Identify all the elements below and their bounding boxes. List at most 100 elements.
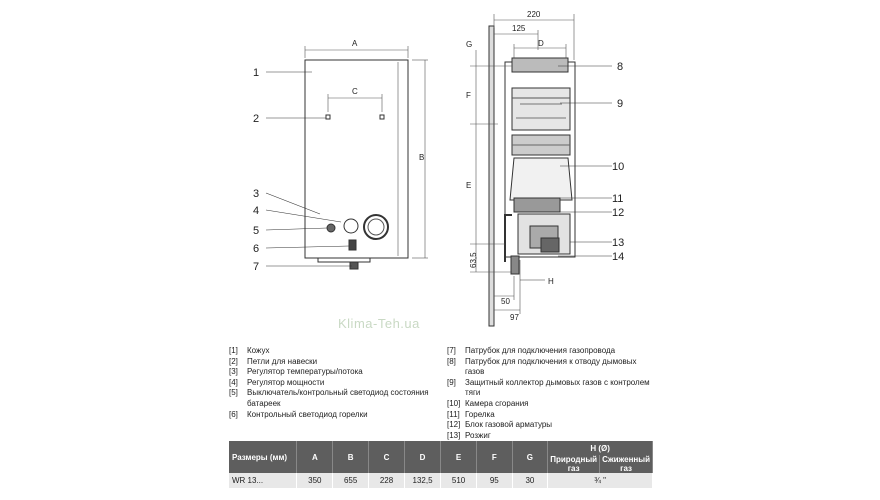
legend-text: Горелка [465, 409, 495, 419]
callout-1: 1 [253, 67, 259, 79]
side-view [470, 14, 576, 327]
legend-number: [4] [229, 377, 238, 387]
legend-text: Выключатель/контрольный светодиод состоя… [247, 388, 429, 398]
table-row: WR 13... 350 655 228 132,5 510 95 30 ¾ " [229, 473, 653, 488]
callout-2: 2 [253, 113, 259, 125]
table-cell: 228 [368, 473, 405, 488]
table-header-cell: H (Ø) [547, 441, 653, 455]
legend-text-continued: батареек [247, 398, 281, 408]
legend-number: [13] [447, 430, 461, 440]
table-header-cell: B [332, 441, 370, 473]
legend-item: [5] Выключатель/контрольный светодиод сос… [229, 388, 439, 399]
table-subheader-row: Природный газ Сжиженный газ [229, 455, 653, 473]
legend-number: [10] [447, 398, 461, 408]
legend-item: [6]Контрольный светодиод горелки [229, 410, 439, 421]
diagram-panel [229, 4, 653, 496]
callout-11: 11 [612, 193, 623, 205]
table-header-cell: C [368, 441, 405, 473]
legend-text: Патрубок для подключения к отводу дымовы… [465, 356, 637, 377]
legend-right: [7]Патрубок для подключения газопровода[… [447, 346, 653, 452]
legend-left: [1] Кожух [2] Петли для навески [3] Регулятор… [229, 346, 439, 420]
table-cell: WR 13... [229, 473, 298, 488]
dim-label-g: G [466, 40, 472, 49]
table-subheader-cell: Природный газ [547, 455, 601, 473]
table-cell: 350 [296, 473, 334, 488]
callout-14: 14 [612, 251, 624, 263]
table-cell: 655 [332, 473, 370, 488]
legend-text: Камера сгорания [465, 398, 529, 408]
table-header-cell: D [404, 441, 442, 473]
technical-drawing: 1 2 3 4 5 6 7 A C B [253, 10, 624, 327]
legend-text: Регулятор температуры/потока [247, 367, 363, 377]
front-leaders [265, 71, 352, 267]
dim-label-d: D [538, 39, 544, 48]
table-header-cell: E [440, 441, 477, 473]
legend-item: [9] Защитный коллектор дымовых газов с ко… [447, 378, 653, 399]
table-cell: 95 [476, 473, 513, 488]
legend-item: [1] Кожух [229, 346, 439, 357]
legend-text: Контрольный светодиод горелки [247, 409, 368, 419]
callout-9: 9 [617, 98, 623, 110]
legend-item: [13] Розжиг [447, 431, 653, 442]
table-cell: 510 [440, 473, 477, 488]
dim-220: 220 [527, 10, 541, 19]
legend-number: [3] [229, 367, 238, 377]
legend-text: Петли для навески [247, 356, 318, 366]
dim-label-e: E [466, 181, 471, 190]
legend-item: [3] Регулятор температуры/потока [229, 367, 439, 378]
callout-12: 12 [612, 207, 624, 219]
legend-number: [2] [229, 356, 238, 366]
dim-label-f: F [466, 91, 471, 100]
legend-text: Блок газовой арматуры [465, 420, 553, 430]
legend-number: [9] [447, 377, 456, 387]
table-header-cell: Размеры (мм) [229, 441, 298, 473]
callout-6: 6 [253, 243, 259, 255]
dim-label-a: A [352, 39, 358, 48]
legend-number: [11] [447, 409, 460, 419]
legend-item: [7] Патрубок для подключения газопровода [447, 346, 653, 357]
legend-item: [8] Патрубок для подключения к отводу дым… [447, 357, 653, 378]
table-header-cell: F [476, 441, 513, 473]
watermark-text: Klima-Teh.ua [338, 316, 420, 331]
legend-text: Кожух [247, 346, 270, 355]
front-view [304, 46, 428, 270]
table-header-cell: A [296, 441, 334, 473]
callout-10: 10 [612, 161, 624, 173]
legend-number: [12] [447, 420, 461, 430]
legend-item: [10] Камера сгорания [447, 399, 653, 410]
table-header-cell: G [512, 441, 549, 473]
dim-63: 63,5 [469, 252, 478, 268]
callout-8: 8 [617, 61, 623, 73]
legend-number: [7] [447, 346, 456, 355]
legend-text: Защитный коллектор дымовых газов с контр… [465, 377, 650, 398]
legend-text: Регулятор мощности [247, 377, 325, 387]
callout-7: 7 [253, 261, 259, 273]
dim-125: 125 [512, 24, 526, 33]
dim-label-b: B [419, 153, 424, 162]
side-leaders [520, 65, 612, 281]
dimensions-table: Размеры (мм) A B C D E F G H (Ø) Природн… [229, 441, 653, 488]
side-dimension-labels: 220 125 D G F E 63,5 H 50 97 [466, 10, 554, 322]
legend-item: [11] Горелка [447, 410, 653, 421]
dim-50: 50 [501, 297, 510, 306]
legend-number: [8] [447, 356, 456, 366]
side-callout-numbers: 8 9 10 11 12 13 14 [612, 61, 624, 263]
callout-4: 4 [253, 205, 259, 217]
table-subheader-cell: Сжиженный газ [599, 455, 653, 473]
table-header-row: Размеры (мм) A B C D E F G H (Ø) [229, 441, 653, 473]
legend-item: [12] Блок газовой арматуры [447, 420, 653, 431]
legend-item: [2] Петли для навески [229, 357, 439, 368]
dim-label-h: H [548, 277, 554, 286]
dim-97: 97 [510, 313, 519, 322]
legend-number: [5] [229, 388, 238, 398]
legend-number: [1] [229, 346, 238, 355]
callout-13: 13 [612, 237, 624, 249]
dim-label-c: C [352, 87, 358, 96]
legend-item: [4] Регулятор мощности [229, 378, 439, 389]
front-dimension-labels: A C B [352, 39, 424, 162]
table-cell: 132,5 [404, 473, 442, 488]
front-callout-numbers: 1 2 3 4 5 6 7 [253, 67, 259, 273]
legend-text: Патрубок для подключения газопровода [465, 346, 616, 355]
table-cell: ¾ " [547, 473, 653, 488]
legend-text: Розжиг [465, 430, 491, 440]
